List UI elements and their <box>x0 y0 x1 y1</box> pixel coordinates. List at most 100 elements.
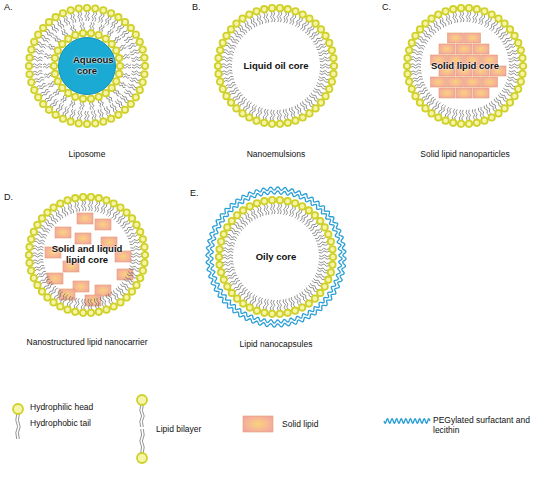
hydrophobic-tail <box>94 298 97 309</box>
hydrophobic-tail <box>130 241 140 244</box>
hydrophilic-head <box>221 231 227 237</box>
hydrophobic-tail <box>448 14 452 24</box>
hydrophobic-tail <box>70 297 74 307</box>
legend-label: PEGylated surfactant and lecithin <box>433 415 533 435</box>
hydrophobic-tail <box>142 405 144 427</box>
hydrophilic-head <box>26 55 32 61</box>
hydrophilic-head <box>28 236 34 242</box>
hydrophobic-tail <box>53 89 59 94</box>
hydrophobic-tail <box>318 79 328 82</box>
hydrophobic-tail <box>257 297 261 307</box>
solid-lipid <box>431 77 447 87</box>
hydrophobic-tail <box>231 228 240 234</box>
hydrophobic-tail <box>466 110 468 121</box>
hydrophilic-head <box>488 11 494 17</box>
hydrophobic-tail <box>509 60 520 62</box>
hydrophilic-head <box>128 25 134 31</box>
hydrophilic-head <box>96 94 102 100</box>
hydrophobic-tail <box>34 265 44 268</box>
hydrophobic-tail <box>98 110 101 119</box>
hydrophobic-tail <box>314 39 323 45</box>
hydrophobic-tail <box>297 210 302 220</box>
lipid-layer <box>26 5 148 127</box>
hydrophobic-tail <box>502 36 511 42</box>
hydrophobic-tail <box>131 77 140 80</box>
hydrophobic-tail <box>40 89 48 94</box>
hydrophobic-tail <box>270 110 272 121</box>
legend-samples <box>13 395 430 463</box>
hydrophobic-tail <box>123 64 131 66</box>
hydrophobic-tail <box>280 203 282 214</box>
hydrophobic-tail <box>106 295 111 305</box>
hydrophilic-head <box>306 207 312 213</box>
panel-letter: A. <box>4 2 13 12</box>
hydrophilic-head <box>417 26 423 32</box>
solid-lipid <box>77 213 93 224</box>
hydrophilic-head <box>28 79 34 85</box>
hydrophilic-head <box>261 198 267 204</box>
hydrophobic-tail <box>434 20 440 29</box>
hydrophobic-tail <box>314 88 323 94</box>
hydrophobic-tail <box>223 52 233 55</box>
hydrophobic-tail <box>113 290 119 299</box>
hydrophobic-tail <box>313 90 322 96</box>
hydrophobic-tail <box>283 109 286 120</box>
hydrophilic-head <box>80 96 86 102</box>
hydrophilic-head <box>228 26 234 32</box>
hydrophobic-tail <box>132 59 142 61</box>
hydrophilic-head <box>216 254 222 260</box>
core-label: Liquid oil core <box>216 61 336 72</box>
hydrophilic-head <box>110 303 116 309</box>
hydrophobic-tail <box>259 206 263 216</box>
hydrophobic-tail <box>410 64 421 66</box>
hydrophobic-tail <box>120 219 128 226</box>
hydrophobic-tail <box>439 104 444 114</box>
hydrophobic-tail <box>89 102 91 110</box>
hydrophilic-head <box>129 288 135 294</box>
hydrophobic-tail <box>101 203 105 213</box>
hydrophobic-tail <box>292 107 296 117</box>
hydrophobic-tail <box>129 268 139 271</box>
hydrophobic-tail <box>107 106 111 115</box>
hydrophilic-head <box>40 101 46 107</box>
hydrophobic-tail <box>32 64 42 66</box>
hydrophobic-tail <box>273 110 275 121</box>
hydrophobic-tail <box>427 27 434 35</box>
hydrophilic-head <box>466 5 472 11</box>
hydrophobic-tail <box>52 101 58 108</box>
hydrophobic-tail <box>223 261 234 263</box>
solid-lipid <box>473 88 489 98</box>
hydrophobic-tail <box>131 57 141 59</box>
hydrophobic-tail <box>47 82 54 86</box>
hydrophilic-head <box>117 204 123 210</box>
hydrophobic-tail <box>277 203 279 214</box>
hydrophilic-head <box>412 33 418 39</box>
hydrophilic-head <box>13 404 23 414</box>
lipid-layer <box>26 194 148 316</box>
hydrophobic-tail <box>264 205 267 216</box>
hydrophobic-tail <box>224 244 234 247</box>
solid-lipid <box>55 227 71 238</box>
hydrophilic-head <box>137 229 143 235</box>
hydrophobic-tail <box>312 280 321 286</box>
hydrophobic-tail <box>140 405 142 427</box>
hydrophobic-tail <box>70 203 74 213</box>
hydrophobic-tail <box>35 80 44 83</box>
hydrophobic-tail <box>280 11 282 22</box>
hydrophobic-tail <box>49 286 56 294</box>
hydrophobic-tail <box>445 107 449 117</box>
hydrophilic-head <box>84 5 90 11</box>
hydrophobic-tail <box>222 59 233 61</box>
hydrophilic-head <box>277 197 283 203</box>
hydrophilic-head <box>221 277 227 283</box>
hydrophobic-tail <box>432 22 438 31</box>
hydrophobic-tail <box>115 89 121 94</box>
hydrophobic-tail <box>128 271 138 275</box>
hydrophilic-head <box>26 63 32 69</box>
hydrophobic-tail <box>33 259 44 261</box>
hydrophobic-tail <box>313 278 322 284</box>
hydrophobic-tail <box>469 11 471 22</box>
hydrophobic-tail <box>33 73 43 75</box>
panel-letter: C. <box>382 2 391 12</box>
hydrophilic-head <box>117 63 123 69</box>
